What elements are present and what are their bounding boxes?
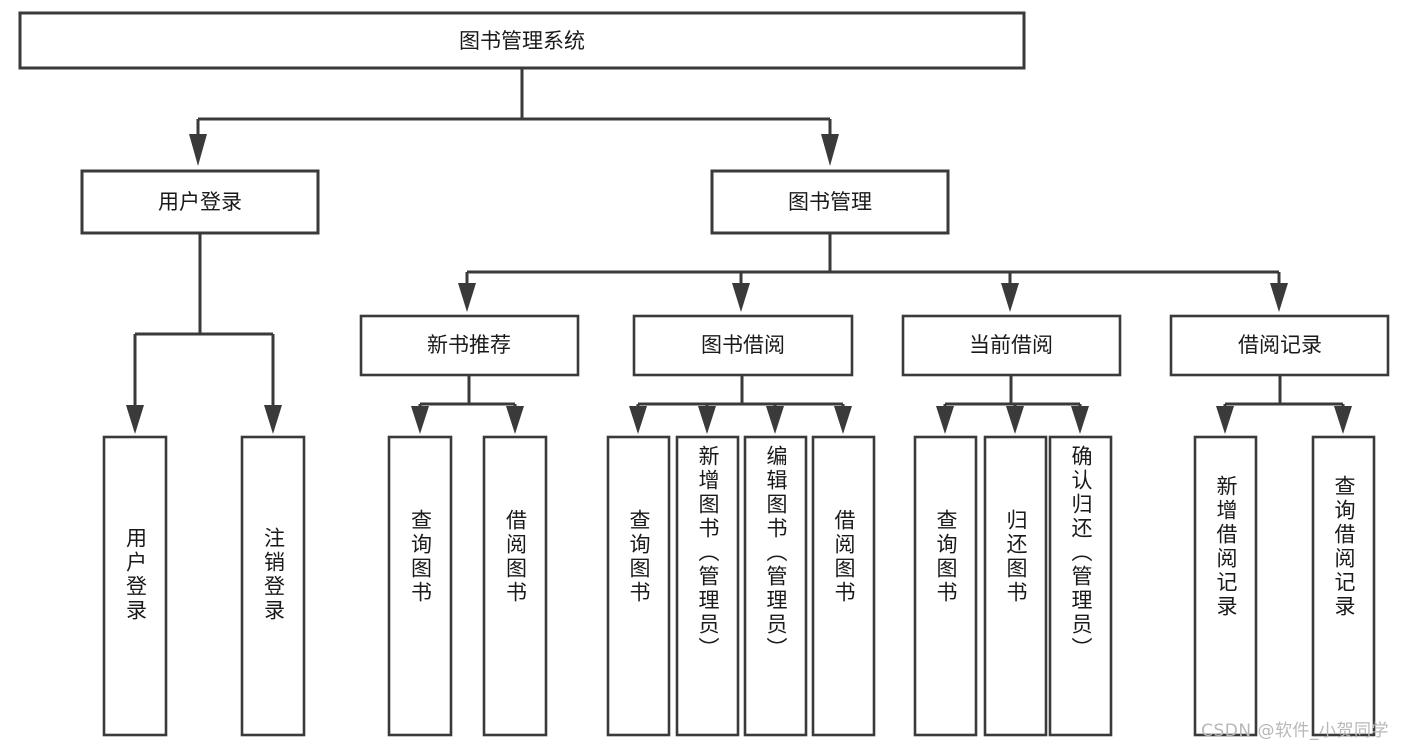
node-current-borrow[interactable]: 当前借阅 (901, 314, 1122, 377)
arrow-head-leaf-query-book-2 (629, 406, 647, 434)
arrow-head-user-login (189, 134, 207, 166)
leaf-box-layer (102, 435, 1376, 737)
leaf-box-query-book-borrow[interactable] (606, 435, 671, 737)
leaf-box-borrow-book-newbook[interactable] (482, 435, 548, 737)
leaf-box-return-book[interactable] (983, 435, 1048, 737)
node-current-borrow-box[interactable] (901, 314, 1122, 377)
leaf-box-query-borrow-record[interactable] (1311, 435, 1376, 737)
arrow-head-leaf-edit-book (766, 406, 784, 434)
leaf-box-add-book-admin[interactable] (675, 435, 740, 737)
node-user-login[interactable]: 用户登录 (80, 169, 320, 235)
arrow-head-leaf-user-login (126, 405, 144, 434)
node-root-system-box[interactable] (18, 11, 1026, 70)
arrow-head-book-borrow (732, 283, 750, 312)
arrow-head-leaf-query-book-1 (411, 406, 429, 434)
node-current-borrow-label: 当前借阅 (969, 333, 1053, 357)
node-book-borrow-label: 图书借阅 (701, 333, 785, 357)
arrow-head-book-mgmt (821, 134, 839, 166)
arrow-head-borrow-record (1270, 283, 1288, 312)
watermark-credit: CSDN @软件_小贺同学 (1201, 721, 1389, 741)
node-book-management-box[interactable] (710, 169, 950, 235)
leaf-box-add-borrow-record[interactable] (1193, 435, 1258, 737)
node-borrow-record-label: 借阅记录 (1238, 333, 1322, 357)
leaf-box-logout[interactable] (240, 435, 306, 737)
node-new-book-recommend-box[interactable] (359, 314, 580, 377)
leaf-box-query-book-current[interactable] (913, 435, 978, 737)
node-book-borrow-box[interactable] (632, 314, 854, 377)
node-new-book-recommend-label: 新书推荐 (427, 333, 511, 357)
arrow-head-leaf-query-record (1334, 406, 1352, 434)
arrow-head-current-borrow (1001, 283, 1019, 312)
node-root-system-label: 图书管理系统 (459, 29, 585, 53)
node-book-management-label: 图书管理 (788, 190, 872, 214)
node-user-login-label: 用户登录 (158, 190, 242, 214)
arrow-head-leaf-add-record (1216, 406, 1234, 434)
leaf-box-query-book-newbook[interactable] (387, 435, 453, 737)
arrow-head-leaf-logout (264, 405, 282, 434)
leaf-box-confirm-return-admin[interactable] (1048, 435, 1113, 737)
arrow-head-leaf-confirm-return (1071, 406, 1089, 434)
arrow-head-new-book-rec (458, 283, 476, 312)
arrow-head-leaf-query-book-3 (936, 406, 954, 434)
leaf-box-user-login[interactable] (102, 435, 168, 737)
node-new-book-recommend[interactable]: 新书推荐 (359, 314, 580, 377)
connector-layer (126, 68, 1352, 434)
arrow-head-leaf-borrow-book-1 (506, 406, 524, 434)
node-user-login-box[interactable] (80, 169, 320, 235)
node-borrow-record-box[interactable] (1169, 314, 1390, 377)
leaf-box-edit-book-admin[interactable] (743, 435, 808, 737)
leaf-box-borrow-book-borrow[interactable] (811, 435, 876, 737)
node-borrow-record[interactable]: 借阅记录 (1169, 314, 1390, 377)
node-book-management[interactable]: 图书管理 (710, 169, 950, 235)
node-book-borrow[interactable]: 图书借阅 (632, 314, 854, 377)
arrow-head-leaf-return-book (1006, 406, 1024, 434)
arrow-head-leaf-add-book (698, 406, 716, 434)
arrow-head-leaf-borrow-book-2 (834, 406, 852, 434)
node-root-system[interactable]: 图书管理系统 (18, 11, 1026, 70)
